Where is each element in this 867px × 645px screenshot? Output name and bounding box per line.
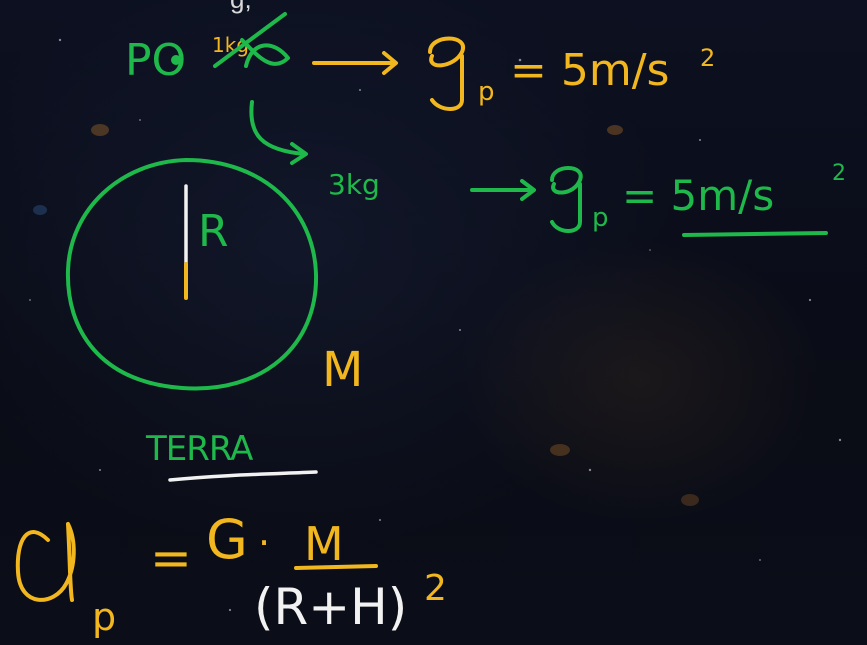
- radius-label: R: [198, 206, 229, 257]
- curved-arrow-head-icon: [290, 142, 308, 165]
- mass-label: M: [322, 342, 363, 398]
- arrow1-head-icon: [382, 51, 398, 75]
- formula-numerator: M: [304, 517, 344, 571]
- formula-equals: =: [150, 529, 192, 587]
- fraction-bar: [294, 564, 378, 570]
- formula-dot: ·: [258, 521, 270, 565]
- point-dot-icon: [171, 55, 181, 65]
- formula-denominator: (R+H): [254, 578, 407, 636]
- line2-g-sub: p: [592, 203, 609, 233]
- line1-g-glyph: [428, 36, 465, 111]
- formula-g-glyph: [15, 522, 76, 602]
- formula-exponent: 2: [424, 568, 447, 609]
- line1-g-sub: p: [478, 77, 495, 107]
- line1-value: = 5m/s: [510, 45, 669, 96]
- top-caption: g,: [230, 0, 252, 14]
- earth-name-underline: [168, 470, 318, 482]
- formula-g-sub: p: [92, 595, 116, 639]
- line2-underline: [682, 231, 828, 237]
- line2-value: = 5m/s: [622, 171, 774, 220]
- formula-constant: G: [206, 508, 248, 571]
- earth-circle: [65, 158, 319, 391]
- arrow2-head-icon: [520, 179, 536, 201]
- struck-g-glyph: [240, 38, 290, 68]
- line2-mass: 3kg: [328, 168, 380, 201]
- line2-exponent: 2: [832, 161, 846, 186]
- line2-g-glyph: [550, 166, 583, 233]
- top-caption-cropped: g,: [230, 0, 867, 16]
- earth-name: TERRA: [145, 429, 253, 469]
- strike-line: [213, 12, 287, 68]
- line1-exponent: 2: [700, 44, 715, 72]
- curved-arrow: [249, 100, 306, 156]
